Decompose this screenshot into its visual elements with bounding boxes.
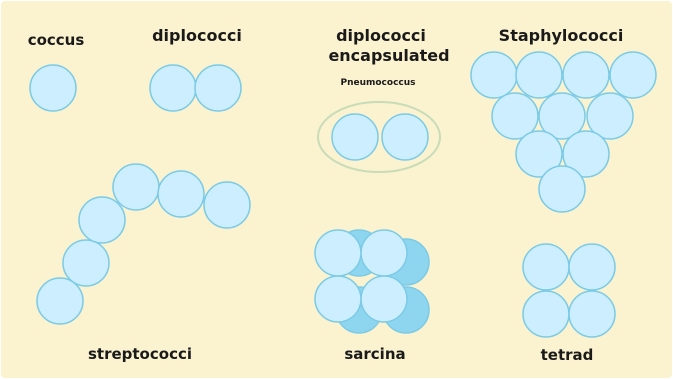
- encapsulated-diplococcus-cell: [332, 114, 378, 160]
- staphylococcus-cell: [516, 52, 562, 98]
- encapsulated-diplococcus-cell: [382, 114, 428, 160]
- sarcina-cell: [361, 230, 407, 276]
- label-diplococci-encapsulated-line2: encapsulated: [328, 46, 449, 65]
- label-coccus: coccus: [28, 31, 85, 49]
- streptococcus-cell: [113, 164, 159, 210]
- sarcina-group: [315, 230, 429, 333]
- diplococcus-cell: [195, 65, 241, 111]
- label-staphylococci: Staphylococci: [499, 26, 624, 45]
- label-tetrad: tetrad: [541, 346, 594, 364]
- sarcina-cell: [361, 276, 407, 322]
- coccus-group: [30, 65, 76, 111]
- staphylococcus-cell: [471, 52, 517, 98]
- staphylococcus-cell: [539, 166, 585, 212]
- label-pneumococcus: Pneumococcus: [340, 78, 415, 88]
- coccus-cell: [30, 65, 76, 111]
- tetrad-cell: [523, 291, 569, 337]
- staphylococcus-cell: [563, 52, 609, 98]
- label-diplococci: diplococci: [152, 26, 242, 45]
- sarcina-cell: [315, 230, 361, 276]
- label-streptococci: streptococci: [88, 345, 192, 363]
- label-diplococci-encapsulated-line1: diplococci: [336, 26, 426, 45]
- streptococcus-cell: [63, 240, 109, 286]
- sarcina-cell: [315, 276, 361, 322]
- streptococcus-cell: [158, 171, 204, 217]
- tetrad-cell: [523, 244, 569, 290]
- label-sarcina: sarcina: [344, 345, 405, 363]
- streptococcus-cell: [204, 182, 250, 228]
- staphylococcus-cell: [610, 52, 656, 98]
- tetrad-cell: [569, 291, 615, 337]
- streptococcus-cell: [79, 197, 125, 243]
- tetrad-cell: [569, 244, 615, 290]
- streptococcus-cell: [37, 278, 83, 324]
- diplococcus-cell: [150, 65, 196, 111]
